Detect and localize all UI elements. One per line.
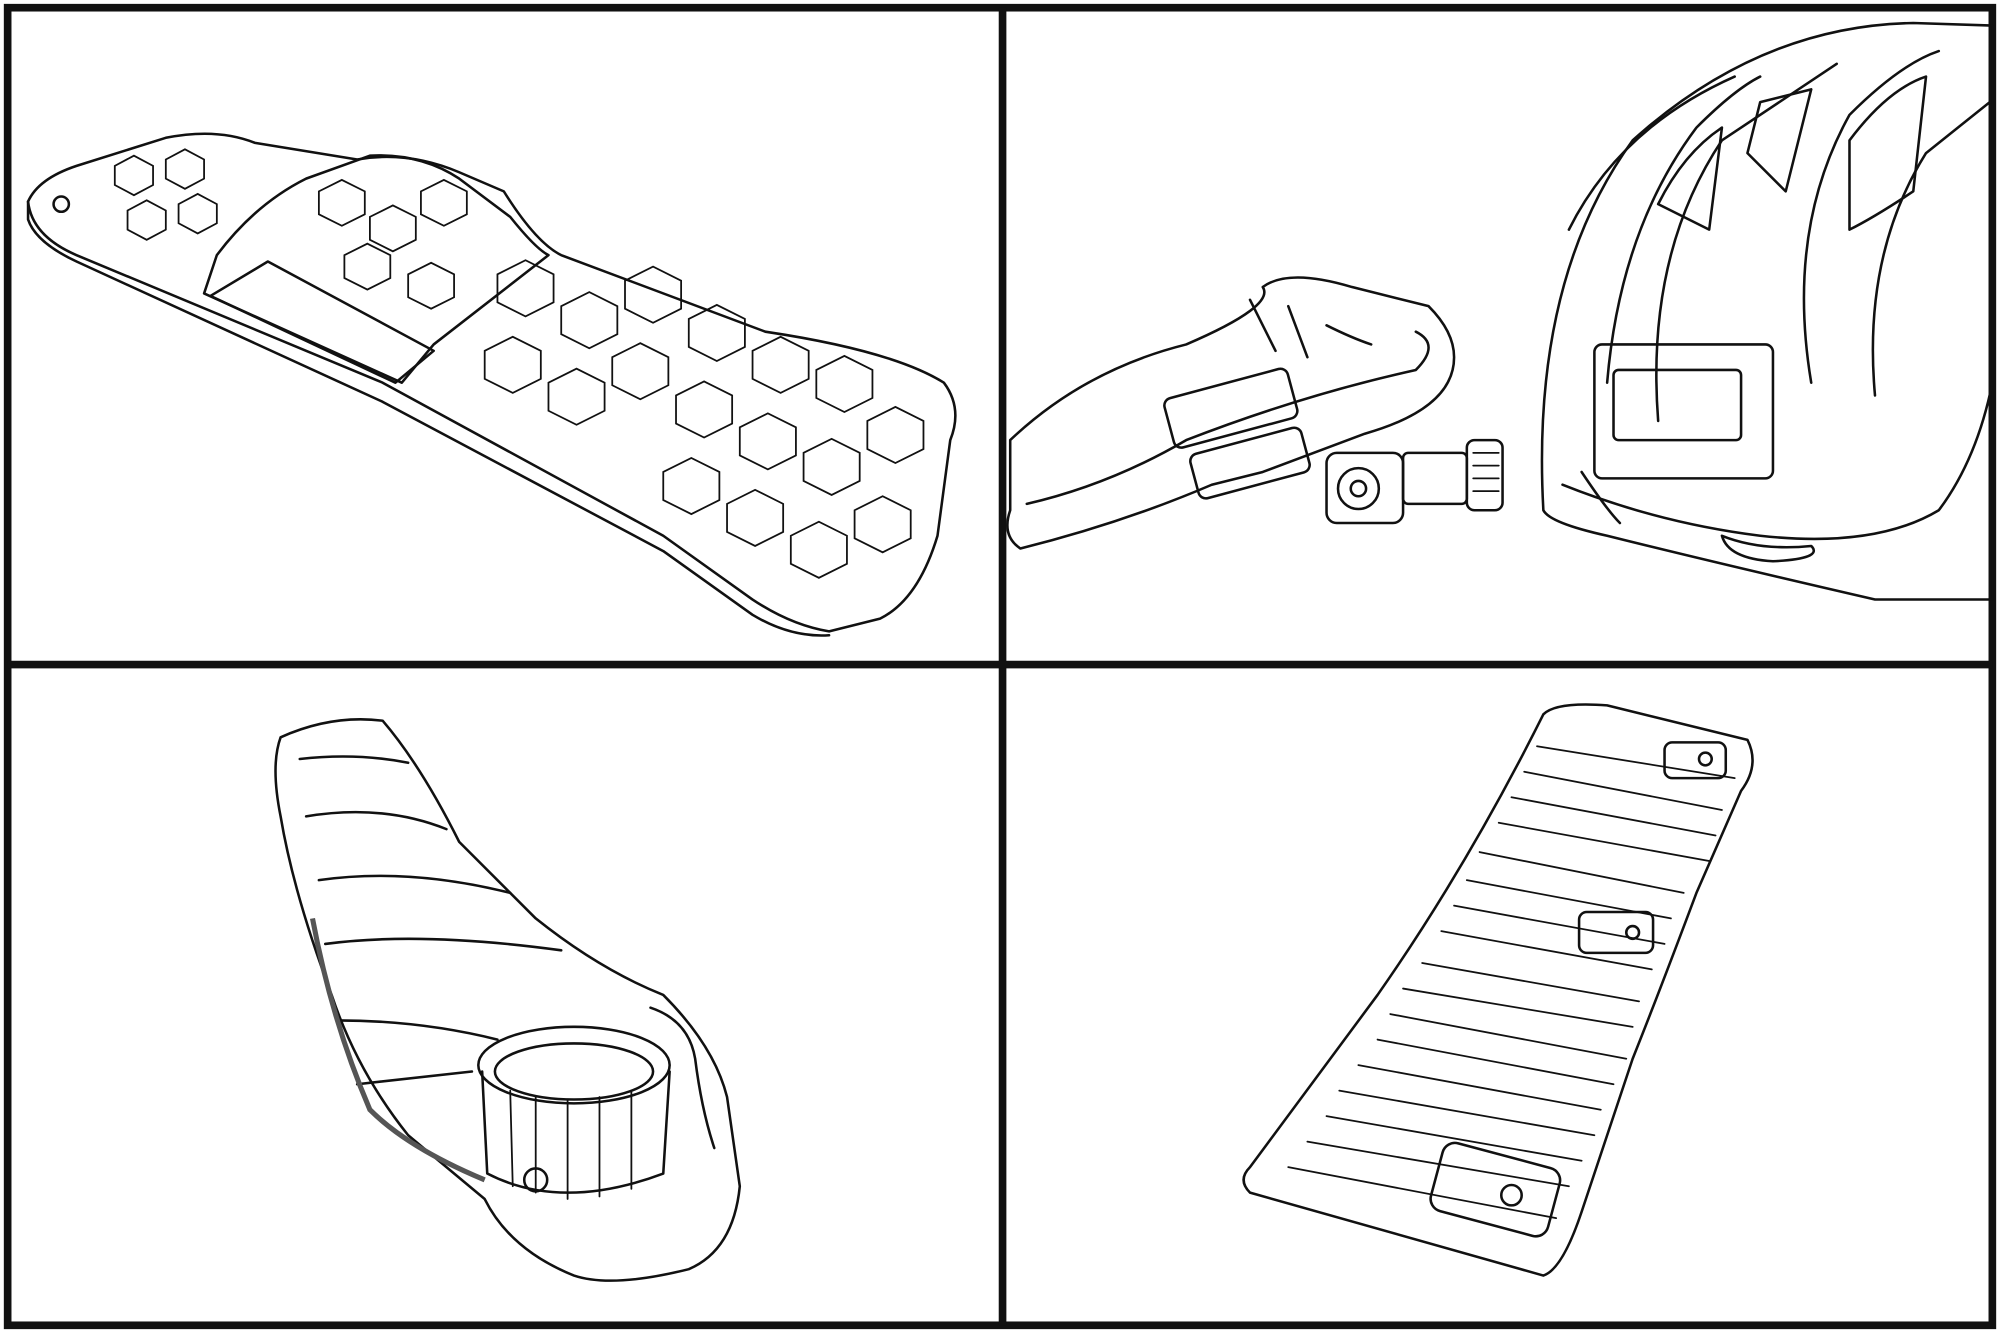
valve-icon: [52, 195, 71, 214]
helmet: [1540, 21, 1994, 601]
panel-2-strap-light-helmet: [1006, 21, 1994, 601]
hex-pattern: [113, 148, 925, 579]
light-module: [1325, 438, 1504, 525]
panel-1-sleeping-pad-with-pillow: [26, 132, 957, 637]
panel-4-ribbed-sleeping-pad: [1242, 703, 1754, 1277]
panel-frames: [3, 3, 1997, 1330]
hood-opening: [477, 1025, 671, 1200]
panel-3-sleeping-bag: [274, 718, 742, 1282]
